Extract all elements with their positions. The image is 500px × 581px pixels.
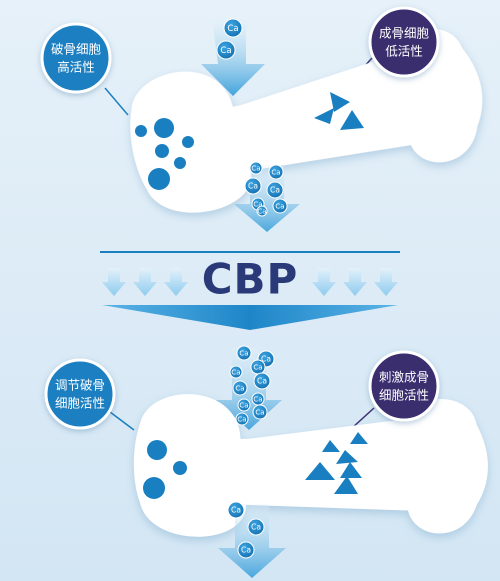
bottom-outgoing-arrow bbox=[218, 504, 286, 578]
bottom-osteoclast-label-line2: 细胞活性 bbox=[55, 396, 105, 411]
cbp-left-arrows bbox=[102, 268, 188, 296]
bottom-ca-out-ion-1 bbox=[227, 501, 245, 519]
top-osteoclast-label-line2: 高活性 bbox=[57, 60, 95, 75]
bottom-ca-in-ion-label-5: Ca bbox=[257, 377, 267, 386]
top-osteoclast-label-line1: 破骨细胞 bbox=[51, 42, 102, 57]
cbp-right-arrow-2 bbox=[343, 268, 367, 296]
cbp-left-arrow-1 bbox=[102, 268, 126, 296]
top-ca-out-ion-label-7: Ca bbox=[257, 208, 266, 216]
bottom-ca-out-ion-2 bbox=[247, 518, 265, 536]
bottom-ca-in-ion-label-7: Ca bbox=[253, 396, 262, 404]
top-ca-out-ion-2 bbox=[268, 164, 284, 180]
bottom-triangle-5 bbox=[340, 462, 362, 478]
cbp-right-arrow-1 bbox=[312, 268, 336, 296]
bottom-osteoblast-connector bbox=[351, 407, 375, 429]
top-cell-1 bbox=[135, 125, 147, 137]
bottom-cell-2 bbox=[173, 461, 187, 475]
top-cell-2 bbox=[154, 118, 174, 138]
bottom-osteoblast-cells bbox=[305, 432, 368, 494]
bottom-osteoclast-cells bbox=[143, 440, 187, 499]
cbp-wedge-band bbox=[102, 305, 398, 330]
bottom-section: 调节破骨 细胞活性 刺激成骨 细胞活性 CaCaCaCaCaCaCaCaCaCa… bbox=[44, 345, 488, 578]
top-ca-out-ion-label-2: Ca bbox=[271, 169, 280, 177]
bottom-ca-out-ion-3 bbox=[237, 541, 255, 559]
top-ca-out-ion-3 bbox=[244, 177, 262, 195]
top-cell-6 bbox=[148, 168, 170, 190]
top-osteoblast-label-line2: 低活性 bbox=[385, 44, 423, 59]
top-ca-out-ion-6 bbox=[272, 198, 288, 214]
bottom-osteoclast-connector bbox=[109, 411, 135, 431]
bottom-cell-1 bbox=[147, 440, 167, 460]
top-cell-5 bbox=[174, 157, 186, 169]
bottom-ca-in-ion-4 bbox=[229, 365, 243, 379]
top-ca-in-ion-2 bbox=[216, 40, 236, 60]
cbp-left-arrow-3 bbox=[164, 268, 188, 296]
top-triangle-2 bbox=[314, 108, 334, 124]
top-ca-out-ion-label-1: Ca bbox=[251, 165, 260, 173]
bottom-osteoblast-label-line2: 细胞活性 bbox=[379, 388, 429, 403]
top-triangle-1 bbox=[330, 92, 350, 112]
top-triangle-3 bbox=[340, 110, 364, 130]
bottom-ca-in-ion-label-10: Ca bbox=[237, 416, 246, 424]
top-ca-out-ion-label-5: Ca bbox=[253, 201, 262, 209]
top-cell-4 bbox=[155, 144, 169, 158]
bottom-ca-in-ion-10 bbox=[235, 412, 249, 426]
cbp-right-arrow-3 bbox=[374, 268, 398, 296]
bottom-triangle-3 bbox=[336, 450, 358, 464]
cbp-left-arrow-2 bbox=[133, 268, 157, 296]
bottom-ca-in-ion-6 bbox=[232, 380, 248, 396]
bottom-ca-in-ion-label-1: Ca bbox=[239, 350, 248, 358]
bottom-ca-in-ion-label-3: Ca bbox=[253, 364, 262, 372]
top-osteoclast-cells bbox=[135, 118, 194, 190]
bottom-ca-out-ion-label-1: Ca bbox=[231, 506, 241, 515]
cbp-title: CBP bbox=[202, 255, 299, 304]
bottom-osteoblast-label-line1: 刺激成骨 bbox=[379, 370, 429, 385]
cbp-band: CBP bbox=[100, 251, 400, 330]
bottom-ca-in-ion-label-4: Ca bbox=[231, 369, 240, 377]
bottom-ca-in-ion-1 bbox=[236, 345, 252, 361]
top-ca-in-ion-label-1: Ca bbox=[227, 24, 238, 34]
bottom-cell-3 bbox=[143, 477, 165, 499]
bottom-triangle-4 bbox=[305, 462, 335, 480]
top-ca-out-ion-1 bbox=[249, 161, 263, 175]
top-ca-out-ion-7 bbox=[256, 205, 268, 217]
top-ca-out-ion-label-3: Ca bbox=[248, 182, 258, 191]
bottom-triangle-6 bbox=[334, 476, 358, 494]
top-osteoblast-label-circle: 成骨细胞 低活性 bbox=[368, 6, 440, 78]
bottom-osteoclast-label-circle: 调节破骨 细胞活性 bbox=[44, 358, 116, 430]
bottom-ca-out-ion-label-2: Ca bbox=[251, 523, 261, 532]
bottom-ca-out-ion-label-3: Ca bbox=[241, 546, 251, 555]
cbp-right-arrows bbox=[312, 268, 398, 296]
bottom-triangle-1 bbox=[350, 432, 368, 444]
bottom-ca-in-ion-8 bbox=[237, 398, 251, 412]
bottom-ca-in-ion-9 bbox=[252, 404, 268, 420]
bottom-ca-in-ion-label-6: Ca bbox=[235, 385, 244, 393]
top-ca-in-ion-label-2: Ca bbox=[220, 46, 231, 56]
top-incoming-arrow bbox=[201, 18, 265, 96]
top-osteoclast-label-circle: 破骨细胞 高活性 bbox=[40, 22, 112, 94]
top-osteoclast-connector bbox=[104, 87, 129, 116]
top-cell-3 bbox=[182, 136, 194, 148]
top-ca-in-ion-1 bbox=[223, 18, 243, 38]
top-osteoblast-label-line1: 成骨细胞 bbox=[379, 26, 430, 41]
top-osteoblast-cells bbox=[314, 92, 364, 130]
top-ca-out-ion-label-6: Ca bbox=[275, 203, 284, 211]
bottom-ca-in-ion-label-9: Ca bbox=[255, 409, 264, 417]
top-ca-out-ion-label-4: Ca bbox=[270, 186, 280, 195]
bottom-ca-in-ion-5 bbox=[253, 372, 271, 390]
bottom-ca-in-ion-label-8: Ca bbox=[239, 402, 248, 410]
top-ca-out-ion-4 bbox=[266, 181, 284, 199]
bottom-osteoblast-label-circle: 刺激成骨 细胞活性 bbox=[368, 350, 440, 422]
bottom-osteoclast-label-line1: 调节破骨 bbox=[55, 378, 105, 393]
bottom-triangle-2 bbox=[322, 440, 340, 452]
bottom-ca-in-ion-label-2: Ca bbox=[261, 355, 271, 364]
